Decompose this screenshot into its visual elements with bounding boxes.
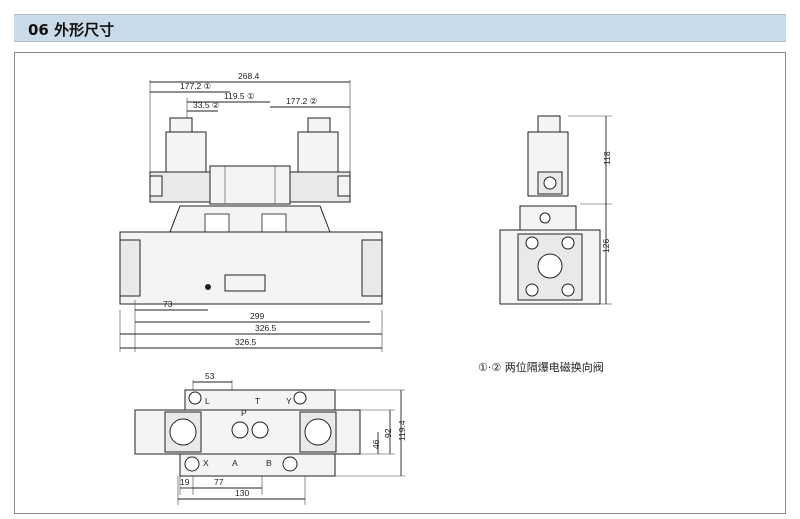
side-view: 118 126 (499, 115, 612, 305)
dim-92: 92 (383, 428, 393, 438)
dim-d7: 326.5 (255, 323, 277, 333)
dim-d6: 299 (250, 311, 264, 321)
dim-d4: 177.2 ② (286, 96, 318, 106)
port-b: B (266, 458, 272, 468)
section-title: 06 外形尺寸 (28, 21, 115, 39)
dim-19: 19 (180, 477, 190, 487)
port-y: Y (286, 396, 292, 406)
dim-d2: 119.5 ① (224, 91, 255, 101)
port-a: A (232, 458, 238, 468)
port-x: X (203, 458, 209, 468)
dim-h2: 126 (601, 239, 611, 253)
dim-d5: 73 (163, 299, 173, 309)
dim-53: 53 (205, 371, 215, 381)
dim-h1: 118 (602, 151, 612, 165)
drawing-frame (14, 52, 786, 514)
port-p: P (241, 408, 247, 418)
dim-119: 119.4 (397, 420, 407, 441)
section-header: 06 外形尺寸 (14, 14, 786, 42)
dim-130: 130 (235, 488, 249, 498)
dim-d1: 177.2 ① (180, 81, 212, 91)
front-view: 268.4 177.2 ① 119.5 ① 33.5 ② 177.2 ② (119, 71, 383, 352)
dim-d8: 326.5 (235, 337, 257, 347)
port-l: L (205, 396, 210, 406)
dim-d3: 33.5 ② (193, 100, 220, 110)
dim-46: 46 (371, 439, 381, 449)
dim-overall: 268.4 (238, 71, 260, 81)
port-t: T (255, 396, 260, 406)
dim-77: 77 (214, 477, 224, 487)
model-note: ①·② 两位隔爆电磁换向阀 (478, 360, 604, 374)
bottom-view: 53 X A B P T Y L 19 77 130 (134, 371, 407, 505)
